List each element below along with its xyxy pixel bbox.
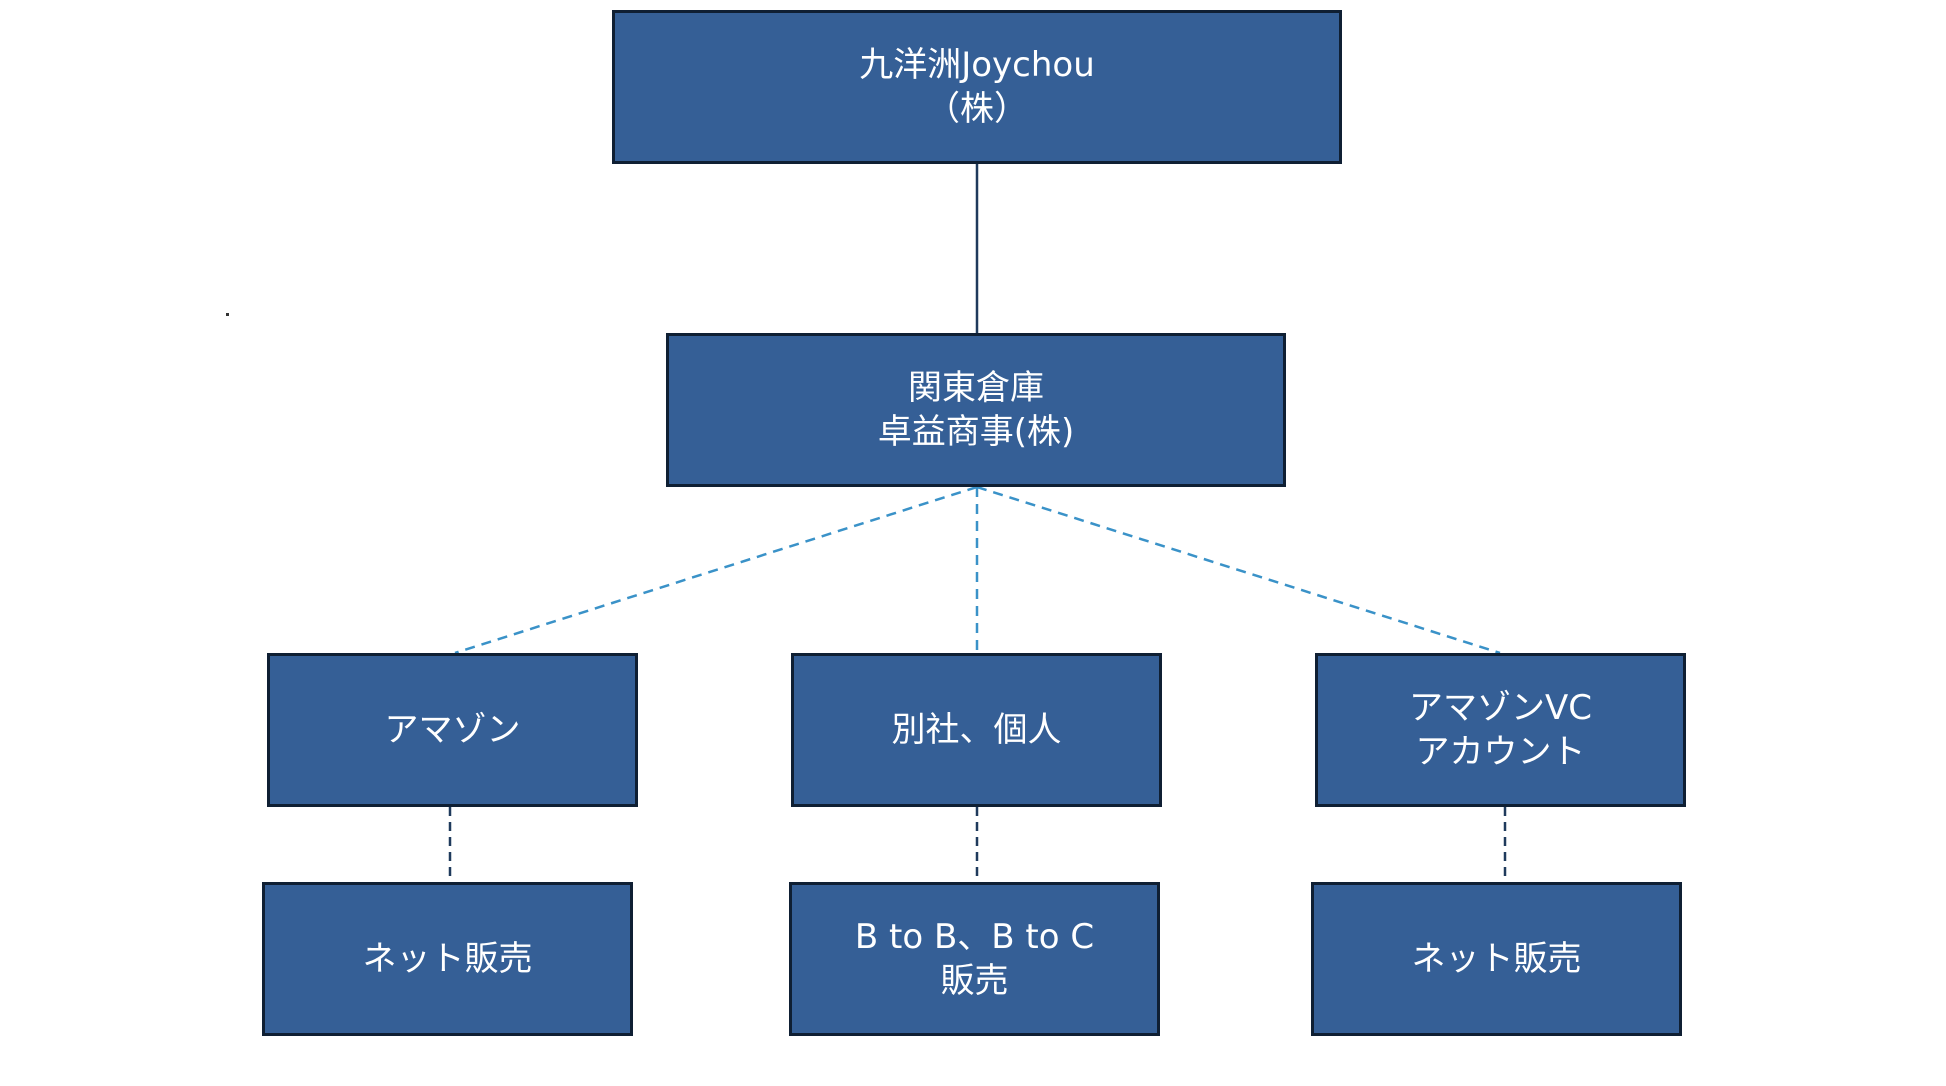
node-joychou-line1: 九洋洲Joychou (859, 45, 1095, 85)
connector-mid-to-right (976, 485, 1501, 655)
node-b2b-b2c-sales-line2: 販売 (940, 961, 1009, 1001)
node-other-company-individual: 別社、個人 (791, 653, 1162, 807)
node-kanto-warehouse-line2: 卓益商事(株) (877, 412, 1075, 452)
node-amazon-vc-account-line1: アマゾンVC (1409, 688, 1592, 728)
stray-dot (226, 313, 229, 316)
connector-mid-to-left (454, 485, 978, 655)
node-b2b-b2c-sales: B to B、B to C 販売 (789, 882, 1160, 1036)
node-amazon-label: アマゾン (384, 710, 521, 750)
node-joychou-line2: （株） (926, 89, 1028, 129)
node-online-sales-right: ネット販売 (1311, 882, 1682, 1036)
node-kanto-warehouse: 関東倉庫 卓益商事(株) (666, 333, 1286, 487)
node-kanto-warehouse-line1: 関東倉庫 (908, 368, 1044, 408)
node-amazon: アマゾン (267, 653, 638, 807)
node-amazon-vc-account-line2: アカウント (1415, 732, 1586, 772)
node-online-sales-right-label: ネット販売 (1411, 939, 1582, 979)
node-b2b-b2c-sales-line1: B to B、B to C (854, 917, 1095, 957)
node-other-company-individual-label: 別社、個人 (891, 710, 1062, 750)
node-online-sales-left-label: ネット販売 (362, 939, 533, 979)
node-joychou: 九洋洲Joychou （株） (612, 10, 1342, 164)
node-amazon-vc-account: アマゾンVC アカウント (1315, 653, 1686, 807)
node-online-sales-left: ネット販売 (262, 882, 633, 1036)
